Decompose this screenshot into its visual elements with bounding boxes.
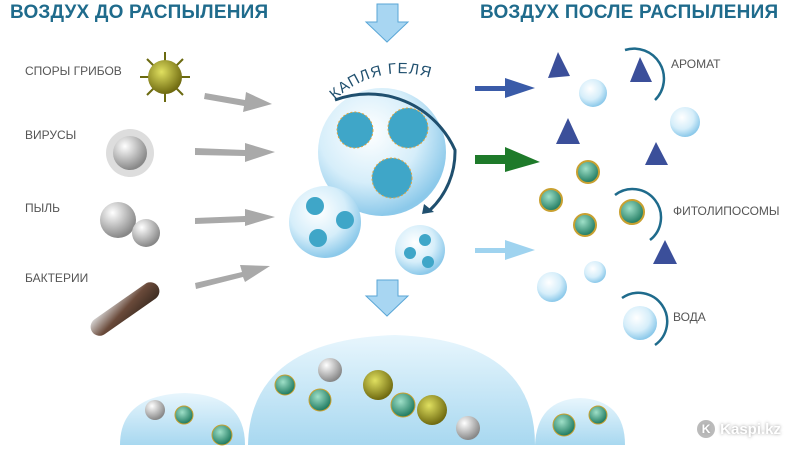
gray-arrows bbox=[195, 92, 275, 289]
label-aroma: АРОМАТ bbox=[671, 57, 721, 71]
arrow-phytoliposomes bbox=[475, 147, 540, 172]
label-viruses: ВИРУСЫ bbox=[25, 128, 77, 142]
label-water: ВОДА bbox=[673, 310, 706, 324]
label-dust: ПЫЛЬ bbox=[25, 201, 60, 215]
aroma-triangles bbox=[548, 52, 677, 264]
arrow-aroma bbox=[475, 78, 535, 98]
bottom-domes bbox=[120, 335, 625, 446]
label-phytoliposomes: ФИТОЛИПОСОМЫ bbox=[673, 204, 780, 218]
rotation-arc bbox=[334, 92, 457, 212]
title-after: ВОЗДУХ ПОСЛЕ РАСПЫЛЕНИЯ bbox=[480, 2, 779, 23]
fungal-spore-icon bbox=[140, 52, 190, 102]
arrow-down-top-icon bbox=[364, 3, 410, 43]
phytoliposomes bbox=[539, 160, 645, 237]
gel-drop-small bbox=[395, 225, 445, 275]
kaspi-logo-icon: K bbox=[697, 420, 716, 438]
gel-drop-medium bbox=[289, 186, 361, 258]
title-before: ВОЗДУХ ДО РАСПЫЛЕНИЯ bbox=[10, 2, 269, 23]
gel-drop-large bbox=[318, 88, 446, 216]
label-fungal-spores: СПОРЫ ГРИБОВ bbox=[25, 64, 122, 78]
arrow-water bbox=[475, 240, 535, 260]
arrow-down-bottom-icon bbox=[364, 279, 410, 317]
label-bacteria: БАКТЕРИИ bbox=[25, 271, 89, 285]
virus-icon bbox=[106, 129, 154, 177]
water-droplets bbox=[537, 79, 700, 340]
watermark-text: Kaspi.kz bbox=[720, 420, 781, 438]
watermark: K Kaspi.kz bbox=[697, 420, 781, 438]
bacteria-icon bbox=[90, 282, 160, 336]
rotation-arrows bbox=[614, 47, 669, 347]
dust-icon bbox=[100, 202, 160, 247]
